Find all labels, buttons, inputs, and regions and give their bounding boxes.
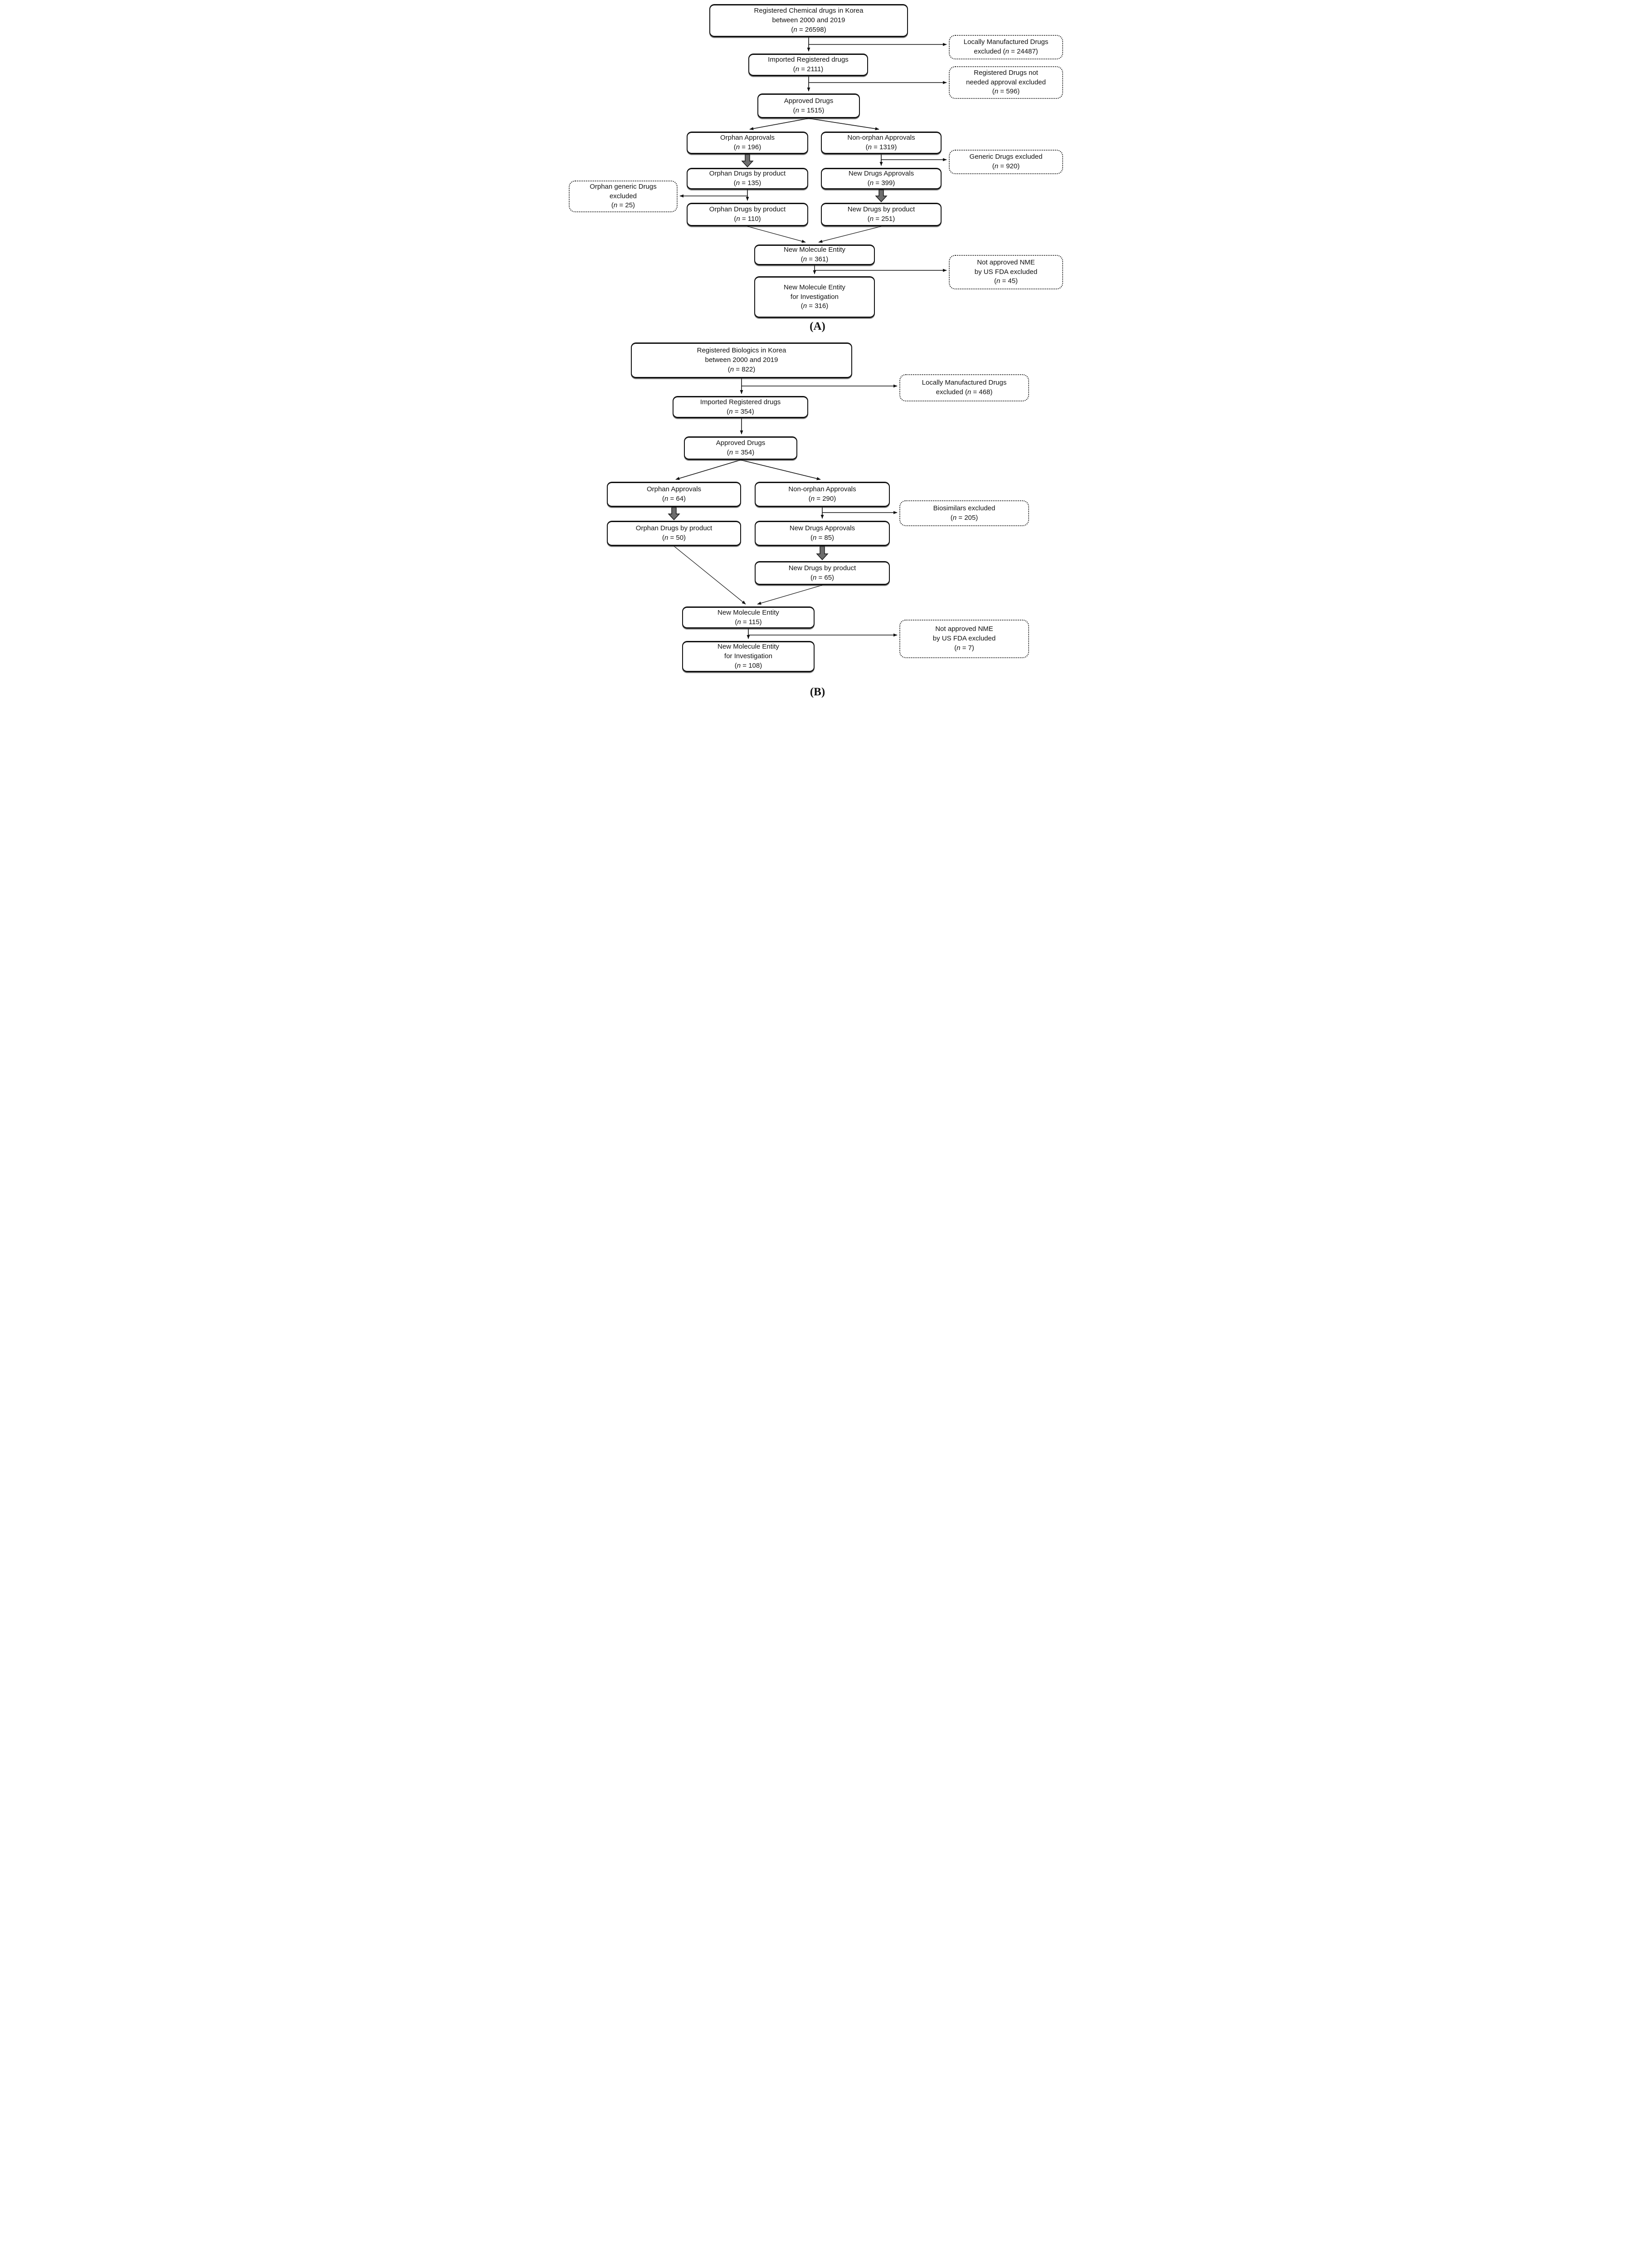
box-title: Orphan Approvals	[646, 485, 702, 494]
box-b-registered: Registered Biologics in Korea between 20…	[631, 342, 852, 378]
box-count: (n = 399)	[867, 179, 895, 187]
box-title: New Molecule Entity for Investigation	[717, 643, 779, 660]
box-count: (n = 110)	[734, 215, 761, 223]
box-count: (n = 135)	[733, 179, 761, 187]
excl-a-locally-manufactured: Locally Manufactured Drugs excluded (n =…	[949, 35, 1063, 59]
box-a-orphan-drugs-by-product-1: Orphan Drugs by product (n = 135)	[687, 168, 808, 190]
box-count: (n = 50)	[662, 534, 686, 542]
box-a-approved: Approved Drugs (n = 1515)	[757, 93, 860, 118]
box-count: (n = 361)	[800, 255, 829, 263]
box-count: (n = 316)	[800, 302, 829, 310]
box-title: Non-orphan Approvals	[788, 485, 856, 494]
box-count: (n = 108)	[734, 661, 762, 670]
box-a-new-drugs-approvals: New Drugs Approvals (n = 399)	[821, 168, 942, 190]
box-title: Orphan Drugs by product	[709, 205, 786, 214]
box-title: New Molecule Entity for Investigation	[784, 283, 845, 301]
box-a-new-molecule-entity: New Molecule Entity (n = 361)	[754, 244, 875, 265]
box-a-imported: Imported Registered drugs (n = 2111)	[748, 54, 868, 76]
box-title: Imported Registered drugs	[700, 398, 781, 406]
box-title: Approved Drugs	[784, 97, 834, 105]
exclusion-text: Locally Manufactured Drugs excluded (n =…	[922, 379, 1007, 396]
box-title: New Drugs Approvals	[848, 170, 914, 178]
box-b-new-molecule-entity: New Molecule Entity (n = 115)	[682, 606, 815, 629]
box-title: New Drugs by product	[847, 205, 915, 214]
excl-a-not-approved-nme: Not approved NME by US FDA excluded (n =…	[949, 255, 1063, 289]
thick-arrow	[875, 189, 888, 203]
exclusion-text: Not approved NME by US FDA excluded (n =…	[932, 625, 996, 652]
excl-b-locally-manufactured: Locally Manufactured Drugs excluded (n =…	[899, 374, 1029, 401]
box-a-orphan-drugs-by-product-2: Orphan Drugs by product (n = 110)	[687, 203, 808, 226]
box-title: Orphan Drugs by product	[635, 524, 713, 533]
box-a-non-orphan-approvals: Non-orphan Approvals (n = 1319)	[821, 132, 942, 154]
box-count: (n = 354)	[727, 407, 754, 415]
thick-arrow	[741, 154, 754, 168]
box-count: (n = 64)	[662, 495, 686, 503]
panel-a-label: (A)	[810, 320, 825, 332]
excl-a-not-needed-approval: Registered Drugs not needed approval exc…	[949, 66, 1063, 99]
box-title: Orphan Drugs by product	[709, 170, 786, 178]
box-title: Orphan Approvals	[720, 134, 775, 142]
box-title: New Molecule Entity	[717, 608, 779, 616]
box-title: Imported Registered drugs	[768, 56, 849, 64]
box-b-non-orphan-approvals: Non-orphan Approvals (n = 290)	[755, 482, 890, 507]
box-count: (n = 251)	[867, 215, 895, 223]
box-count: (n = 26598)	[791, 25, 826, 34]
box-b-approved: Approved Drugs (n = 354)	[684, 436, 797, 460]
box-b-new-drugs-by-product: New Drugs by product (n = 65)	[755, 561, 890, 585]
box-a-new-drugs-by-product: New Drugs by product (n = 251)	[821, 203, 942, 226]
box-title: Non-orphan Approvals	[847, 134, 915, 142]
panel-b-label: (B)	[810, 686, 825, 698]
box-count: (n = 354)	[727, 449, 755, 456]
box-title: Registered Biologics in Korea between 20…	[697, 347, 786, 364]
exclusion-text: Registered Drugs not needed approval exc…	[966, 68, 1046, 96]
box-count: (n = 115)	[735, 618, 762, 626]
box-count: (n = 1319)	[865, 143, 897, 151]
exclusion-text: Orphan generic Drugs excluded (n = 25)	[590, 182, 657, 210]
box-count: (n = 196)	[733, 143, 761, 151]
box-a-orphan-approvals: Orphan Approvals (n = 196)	[687, 132, 808, 154]
box-b-nme-for-investigation: New Molecule Entity for Investigation (n…	[682, 641, 815, 672]
box-title: New Drugs by product	[788, 564, 856, 572]
exclusion-text: Not approved NME by US FDA excluded (n =…	[974, 258, 1038, 285]
box-count: (n = 1515)	[793, 106, 825, 114]
box-a-nme-for-investigation: New Molecule Entity for Investigation (n…	[754, 276, 875, 318]
box-a-registered: Registered Chemical drugs in Korea betwe…	[709, 4, 908, 37]
exclusion-text: Generic Drugs excluded (n = 920)	[969, 153, 1043, 170]
box-b-orphan-drugs-by-product: Orphan Drugs by product (n = 50)	[607, 521, 741, 546]
excl-a-generic-drugs: Generic Drugs excluded (n = 920)	[949, 150, 1063, 174]
box-title: New Drugs Approvals	[789, 524, 855, 533]
box-b-orphan-approvals: Orphan Approvals (n = 64)	[607, 482, 741, 507]
thick-arrow	[668, 507, 680, 521]
thick-arrow	[816, 546, 829, 561]
box-count: (n = 2111)	[793, 65, 824, 73]
flow-diagram-figure: Registered Chemical drugs in Korea betwe…	[565, 0, 1070, 711]
box-count: (n = 65)	[810, 573, 835, 582]
excl-b-biosimilars: Biosimilars excluded (n = 205)	[899, 500, 1029, 526]
box-title: New Molecule Entity	[784, 246, 845, 254]
box-b-imported: Imported Registered drugs (n = 354)	[673, 396, 808, 418]
box-count: (n = 290)	[808, 495, 836, 503]
excl-a-orphan-generic: Orphan generic Drugs excluded (n = 25)	[569, 181, 678, 212]
exclusion-text: Locally Manufactured Drugs excluded (n =…	[963, 38, 1049, 55]
exclusion-text: Biosimilars excluded (n = 205)	[933, 504, 996, 522]
box-title: Approved Drugs	[716, 439, 766, 447]
box-title: Registered Chemical drugs in Korea betwe…	[754, 7, 864, 24]
connector-arrows-layer	[668, 37, 947, 639]
box-count: (n = 822)	[727, 365, 756, 373]
box-b-new-drugs-approvals: New Drugs Approvals (n = 85)	[755, 521, 890, 546]
panel-b-arrows	[668, 378, 898, 639]
excl-b-not-approved-nme: Not approved NME by US FDA excluded (n =…	[899, 620, 1029, 658]
panel-a-arrows	[679, 37, 947, 274]
box-count: (n = 85)	[810, 534, 835, 542]
